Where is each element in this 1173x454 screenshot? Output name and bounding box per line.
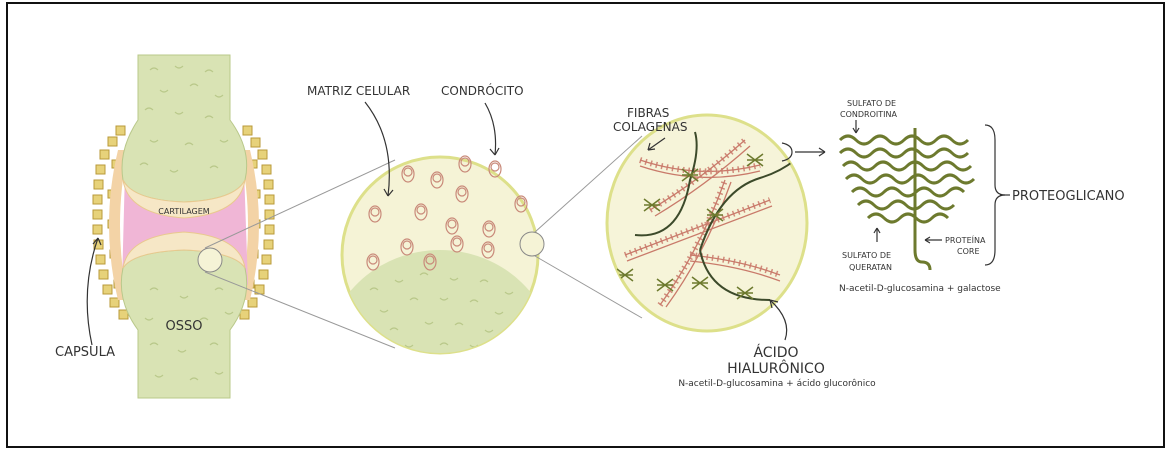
condrocito-arrow bbox=[485, 103, 496, 155]
sulfato-cond-label-line1: SULFATO DE bbox=[847, 99, 896, 108]
proteina-label-line1: PROTEÍNA bbox=[945, 234, 986, 245]
proteoglycan-structure bbox=[840, 128, 974, 270]
joint-zoom-circle bbox=[198, 248, 222, 272]
fibras-label-line2: COLAGENAS bbox=[613, 120, 687, 134]
condrocito-label: CONDRÓCITO bbox=[441, 83, 524, 98]
sulfato-quer-label-line2: QUERATAN bbox=[849, 263, 892, 272]
proteina-label-line2: CORE bbox=[957, 247, 980, 256]
queratan-description: N-acetil-D-glucosamina + galactose bbox=[839, 284, 1001, 294]
proteoglicano-label: PROTEOGLICANO bbox=[1012, 189, 1125, 204]
matrix-zoom-circle bbox=[520, 232, 544, 256]
acido-label-line2: HIALURÔNICO bbox=[727, 359, 825, 377]
capsula-arrow bbox=[87, 238, 98, 345]
ecm bbox=[607, 115, 825, 331]
osso-label: OSSO bbox=[166, 319, 203, 334]
joint: CARTILAGEM OSSO bbox=[93, 55, 274, 398]
acido-label-line1: ÁCIDO bbox=[753, 344, 798, 361]
acido-description: N-acetil-D-glucosamina + ácido glucorôni… bbox=[678, 378, 876, 389]
matriz-celular-label: MATRIZ CELULAR bbox=[307, 84, 410, 98]
fibras-label-line1: FIBRAS bbox=[627, 106, 669, 120]
bone-top bbox=[122, 55, 247, 202]
sulfato-quer-label-line1: SULFATO DE bbox=[842, 251, 891, 260]
condrocito-arrowhead bbox=[490, 148, 499, 155]
capsula-label: CAPSULA bbox=[55, 345, 115, 360]
cartilagem-label: CARTILAGEM bbox=[158, 207, 210, 216]
sulfato-cond-label-line2: CONDROITINA bbox=[840, 110, 897, 119]
cell-matrix bbox=[325, 156, 555, 454]
